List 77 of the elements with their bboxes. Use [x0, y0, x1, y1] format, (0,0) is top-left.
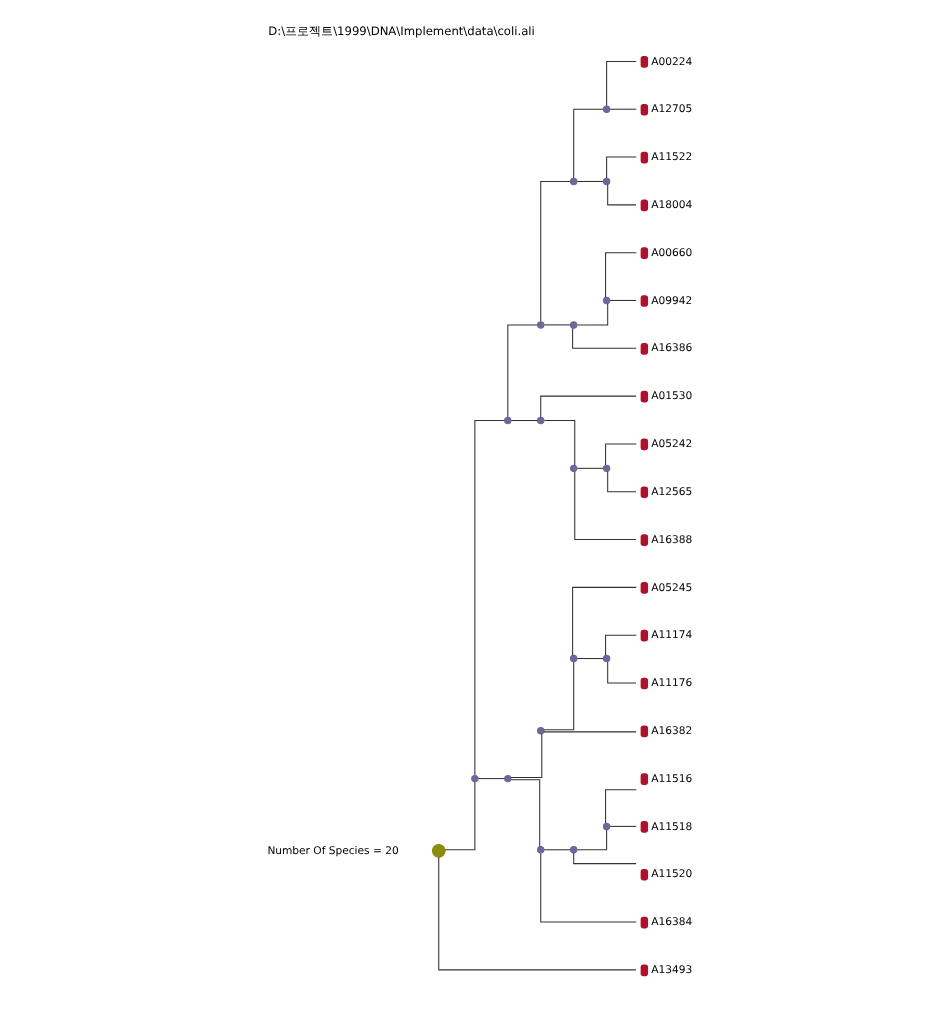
connector	[437, 856, 636, 971]
connector	[539, 852, 636, 923]
connector	[572, 108, 603, 179]
node-circle	[639, 390, 648, 403]
node-circle	[503, 774, 511, 783]
node-circle	[568, 464, 577, 473]
connector	[572, 852, 636, 865]
node-circle	[639, 247, 648, 260]
node-circle	[601, 654, 610, 663]
node-circle	[601, 105, 610, 113]
node-circle	[470, 774, 478, 783]
node-circle	[639, 582, 648, 594]
node-circle	[568, 846, 577, 854]
node-circle	[536, 846, 544, 854]
connector	[605, 156, 636, 179]
connector	[509, 779, 540, 848]
connector	[604, 252, 636, 298]
connector	[575, 303, 608, 326]
node-circle	[639, 821, 648, 833]
connector	[476, 778, 504, 780]
node-circle	[430, 843, 445, 858]
node-circle	[639, 295, 648, 307]
connector	[542, 849, 570, 851]
connector	[608, 299, 636, 301]
connector	[606, 471, 636, 493]
connector	[575, 829, 607, 851]
connector	[571, 586, 636, 656]
node-circle	[639, 486, 648, 499]
connector	[575, 180, 603, 182]
node-circle	[568, 177, 577, 186]
node-circle	[639, 725, 648, 738]
node-circle	[639, 342, 648, 355]
connector	[539, 395, 636, 418]
connector	[473, 420, 504, 776]
connector	[539, 180, 570, 322]
node-circle	[536, 416, 544, 425]
node-circle	[601, 296, 610, 305]
node-circle	[639, 103, 648, 116]
connector	[605, 60, 636, 107]
node-circle	[639, 199, 648, 212]
connector	[542, 661, 574, 731]
connector	[604, 634, 636, 656]
connector	[575, 467, 603, 469]
node-circle	[639, 916, 648, 929]
node-circle	[639, 629, 648, 642]
connector	[443, 781, 475, 851]
connector	[509, 420, 537, 422]
node-circle	[639, 964, 648, 977]
node-circle	[639, 151, 648, 164]
connector	[542, 420, 575, 466]
node-circle	[601, 822, 610, 831]
connector	[542, 731, 636, 733]
connector	[506, 324, 537, 418]
connector	[604, 443, 636, 466]
node-circle	[568, 654, 577, 663]
connector	[606, 661, 636, 684]
node-circle	[568, 321, 577, 329]
node-circle	[601, 464, 610, 473]
connector	[608, 825, 636, 827]
connector	[604, 789, 636, 824]
connector	[606, 184, 636, 206]
connector	[575, 658, 603, 660]
connector	[509, 733, 542, 779]
node-circle	[601, 177, 610, 186]
connector	[542, 324, 570, 326]
node-circle	[639, 438, 648, 451]
connector	[573, 470, 636, 541]
node-circle	[639, 677, 648, 690]
node-circle	[639, 56, 648, 68]
node-circle	[639, 773, 648, 785]
connector	[571, 327, 636, 349]
node-circle	[503, 416, 511, 425]
node-circle	[639, 868, 648, 881]
node-circle	[536, 321, 544, 329]
node-circle	[639, 534, 648, 546]
node-circle	[536, 727, 544, 735]
connector	[608, 108, 636, 110]
